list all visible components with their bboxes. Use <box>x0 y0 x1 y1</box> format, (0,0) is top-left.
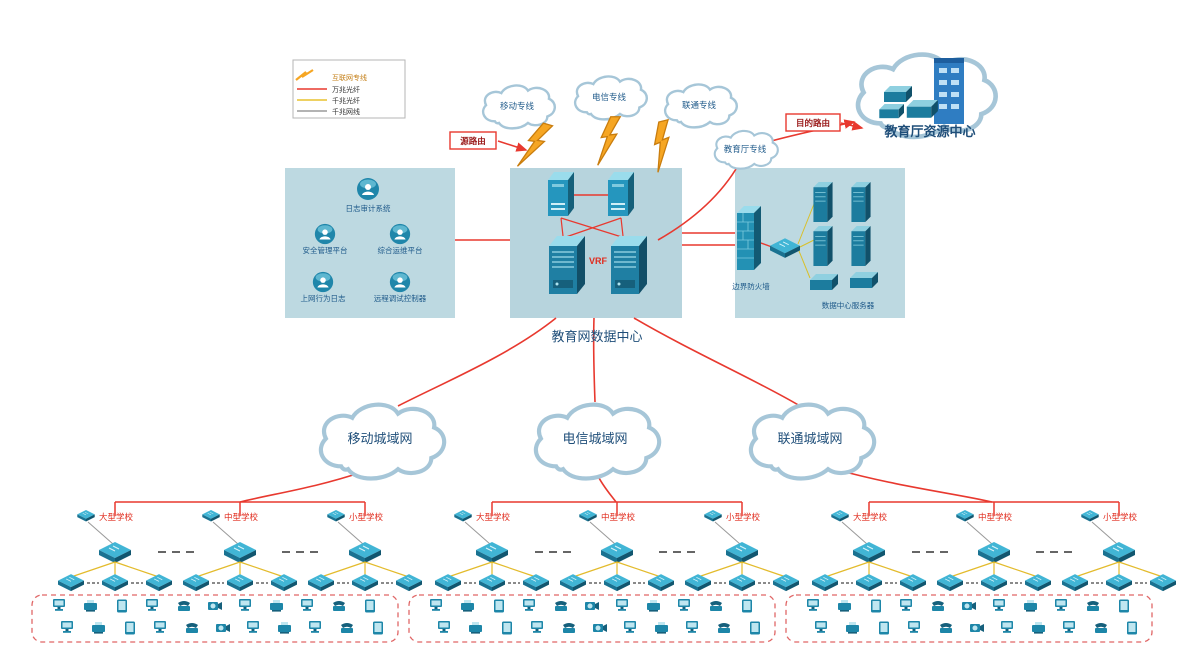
school-small-label: 小型学校 <box>726 512 761 522</box>
router-icon <box>548 172 574 216</box>
dest-route-label: 目的路由 <box>796 118 830 128</box>
school-group-telecom <box>409 502 799 642</box>
cloud-unicom-line: 联通专线 <box>682 100 717 110</box>
legend-item-internet: 互联网专线 <box>332 73 367 82</box>
server-icon <box>812 182 834 222</box>
school-group-unicom <box>786 502 1176 642</box>
server-area: 边界防火墙 数据中心服务器 <box>732 182 878 310</box>
server-icon <box>812 226 834 266</box>
remote-debug-icon <box>389 271 411 293</box>
log-audit-icon <box>357 178 379 200</box>
source-route-arrow-icon <box>497 140 528 152</box>
school-medium-label: 中型学校 <box>224 512 259 522</box>
storage-icon <box>810 274 838 290</box>
cloud-mobile-line: 移动专线 <box>500 101 535 111</box>
cloud-telecom-line: 电信专线 <box>592 92 627 102</box>
security-platform-icon <box>314 223 336 245</box>
storage-icon <box>850 272 878 288</box>
connection-lines <box>239 119 993 503</box>
legend-item-1g-cable: 千兆网线 <box>332 107 360 116</box>
firewall-icon <box>737 206 761 270</box>
core-switch-icon <box>611 236 647 294</box>
dest-route-box <box>785 113 841 132</box>
legend-item-1g-fiber: 千兆光纤 <box>332 96 360 105</box>
metro-unicom-label: 联通城域网 <box>777 431 842 446</box>
source-route-label: 源路由 <box>460 136 486 146</box>
school-groups: 大型学校 中型学校 小型学校 大型学校 中型学校 小型学校 大型学校 中型学校 … <box>32 502 1176 642</box>
vrf-label: VRF <box>589 256 608 266</box>
behavior-log-label: 上网行为日志 <box>301 293 346 303</box>
lightning-bolt-icon <box>597 116 621 166</box>
data-center: VRF 教育网数据中心 <box>548 172 647 344</box>
internet-bolts <box>516 116 681 174</box>
router-icon <box>608 172 634 216</box>
ops-platform-label: 综合运维平台 <box>378 245 423 255</box>
log-audit-label: 日志审计系统 <box>346 203 391 213</box>
legend: 互联网专线 万兆光纤 千兆光纤 千兆网线 <box>292 59 406 119</box>
data-center-label: 教育网数据中心 <box>551 329 642 344</box>
school-large-label: 大型学校 <box>99 512 134 522</box>
school-group-mobile <box>32 502 422 642</box>
source-route-box <box>449 131 497 150</box>
server-icon <box>850 182 872 222</box>
behavior-log-icon <box>312 271 334 293</box>
data-center-zone-box <box>510 168 682 318</box>
school-small-label: 小型学校 <box>349 512 384 522</box>
school-medium-label: 中型学校 <box>601 512 636 522</box>
ops-platform-icon <box>389 223 411 245</box>
resource-center-label: 教育厅资源中心 <box>883 124 975 139</box>
cloud-edu-line: 教育厅专线 <box>724 144 767 154</box>
lightning-bolt-icon <box>645 119 681 173</box>
core-switch-icon <box>549 236 585 294</box>
security-platform-label: 安全管理平台 <box>303 245 348 255</box>
metro-mobile-label: 移动城域网 <box>347 431 412 446</box>
server-icon <box>850 226 872 266</box>
carrier-clouds: 移动专线 电信专线 联通专线 教育厅专线 <box>481 75 780 170</box>
route-labels: 源路由 目的路由 <box>449 113 864 152</box>
school-large-label: 大型学校 <box>476 512 511 522</box>
dest-route-arrow-icon <box>840 121 864 131</box>
resource-center: 教育厅资源中心 <box>858 55 996 139</box>
metro-telecom-label: 电信城域网 <box>562 431 627 446</box>
building-icon <box>879 58 964 124</box>
legend-lightning-icon <box>295 69 314 81</box>
servers-label: 数据中心服务器 <box>822 300 875 310</box>
school-medium-label: 中型学校 <box>978 512 1013 522</box>
legend-item-10g: 万兆光纤 <box>332 85 360 94</box>
metro-clouds: 移动城域网 电信城域网 联通城域网 <box>321 405 874 479</box>
remote-debug-label: 远程调试控制器 <box>374 293 427 303</box>
management-platforms: 日志审计系统 安全管理平台 综合运维平台 上网行为日志 远程调试控制器 <box>301 178 427 303</box>
school-small-label: 小型学校 <box>1103 512 1138 522</box>
firewall-label: 边界防火墙 <box>732 281 770 291</box>
school-large-label: 大型学校 <box>853 512 888 522</box>
